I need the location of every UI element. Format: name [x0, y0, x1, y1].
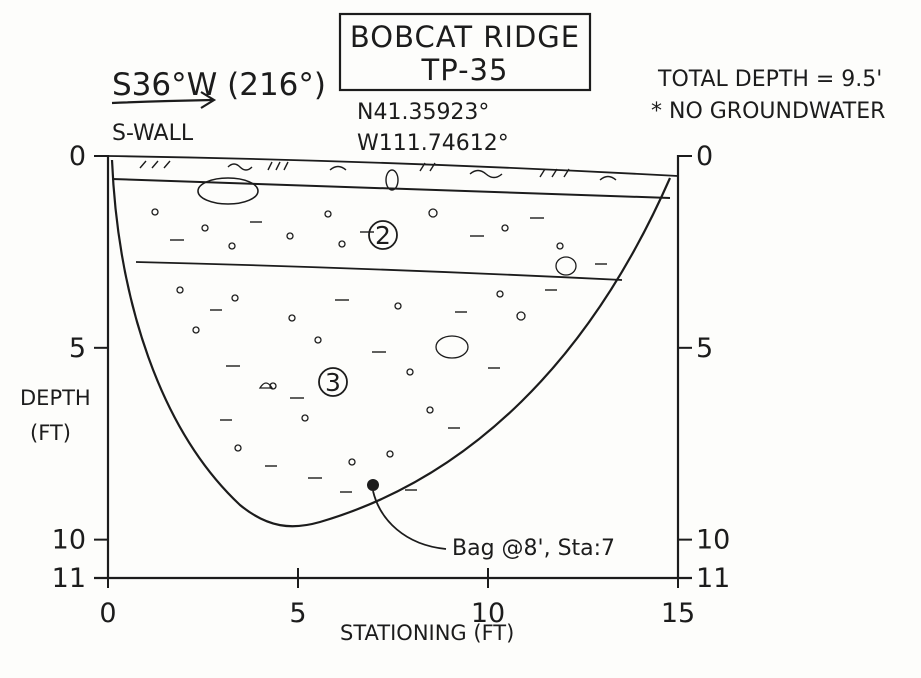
y-tick-label-left: 10: [52, 525, 86, 556]
y-tick-label-right: 11: [696, 563, 730, 594]
y-axis-title-line2: (FT): [30, 421, 71, 445]
pit-profile: [110, 159, 672, 528]
title-box: [338, 12, 592, 92]
bearing-arrow-head: [200, 91, 217, 109]
x-ticks: 0 5 10 15: [99, 568, 695, 629]
longitude-label: W111.74612°: [357, 131, 509, 156]
y-tick-label-left: 5: [69, 333, 86, 364]
total-depth-note: TOTAL DEPTH = 9.5': [657, 67, 882, 92]
y-tick-label-right: 5: [696, 333, 713, 364]
y-ticks-left: 0 5 10 11: [52, 141, 108, 594]
x-tick-label: 15: [661, 598, 695, 629]
ground-surface: [107, 155, 679, 177]
unit-2-circle: [368, 220, 398, 250]
sample-marker: [367, 479, 379, 491]
unit-2-base: [135, 261, 623, 281]
latitude-label: N41.35923°: [357, 100, 489, 125]
y-tick-label-left: 11: [52, 563, 86, 594]
unit-3-circle: [318, 367, 348, 397]
x-tick-label: 0: [99, 598, 116, 629]
bearing-arrow-line: [111, 98, 213, 105]
unit-1-base: [111, 178, 671, 199]
y-tick-label-right: 0: [696, 141, 713, 172]
y-ticks-right: 0 5 10 11: [678, 141, 730, 594]
unit-1-marker: [385, 169, 399, 191]
unit-3-label: 3: [325, 368, 341, 397]
test-pit-id: TP-35: [421, 53, 509, 87]
x-tick-label: 10: [471, 598, 505, 629]
y-axis-title-line1: DEPTH: [20, 386, 91, 410]
gravel-texture: [151, 208, 577, 466]
bearing-label: S36°W (216°): [112, 67, 326, 103]
groundwater-note: * NO GROUNDWATER: [651, 99, 885, 124]
wall-label: S-WALL: [112, 121, 194, 146]
y-tick-label-right: 10: [696, 525, 730, 556]
unit-2-label: 2: [375, 221, 391, 250]
sample-label: Bag @8', Sta:7: [452, 536, 615, 561]
cobble: [197, 177, 259, 205]
topsoil-texture: [139, 160, 617, 181]
x-tick-label: 5: [289, 598, 306, 629]
sample-leader: [372, 490, 447, 550]
y-tick-label-left: 0: [69, 141, 86, 172]
site-name: BOBCAT RIDGE: [350, 20, 580, 54]
matrix-dashes: [170, 217, 607, 493]
x-axis-title: STATIONING (FT): [340, 621, 514, 645]
